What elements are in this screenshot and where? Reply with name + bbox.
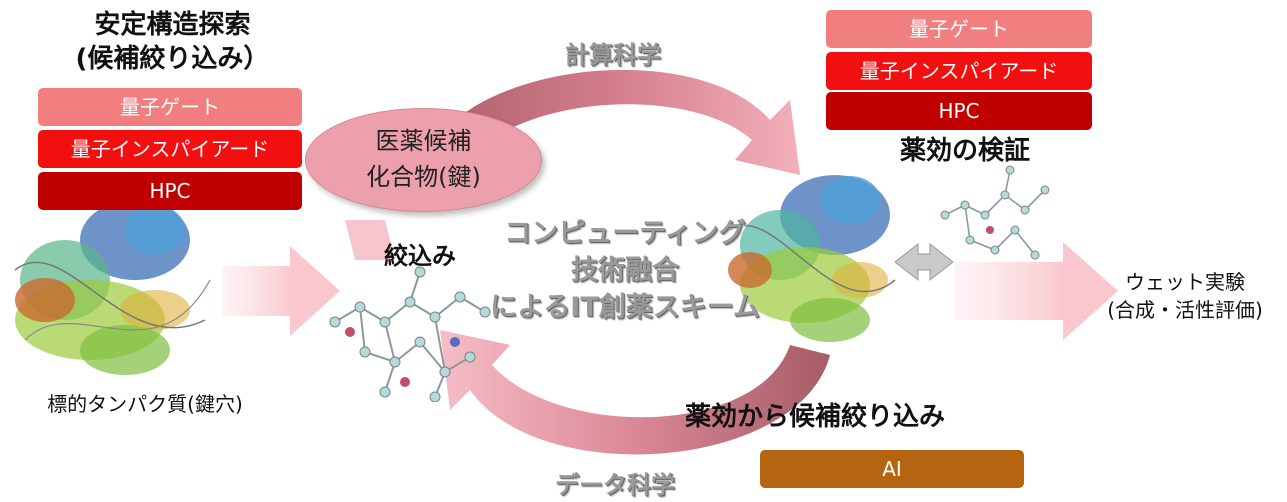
molecule-icon [940,165,1050,260]
candidate-line1: 医薬候補 [375,127,472,155]
efficacy-verification-title: 薬効の検証 [899,136,1030,166]
protein-structure-icon [14,200,211,375]
scheme-line2: 技術融合 [571,255,679,286]
data-science-label: データ科学 [555,471,675,499]
computational-science-label: 計算科学 [565,41,661,69]
scheme-line3: によるIT創薬スキーム [490,292,760,323]
target-protein-label: 標的タンパク質(鍵穴) [47,392,243,416]
hpc-badge-right: HPC [826,92,1092,130]
left-title-line1: 安定構造探索 [94,10,251,40]
top-cycle-arrow [430,69,800,175]
quantum-inspired-badge-right: 量子インスパイアード [826,52,1092,90]
quantum-inspired-badge: 量子インスパイアード [38,130,302,168]
wet-line2: (合成・活性評価) [1107,298,1263,322]
candidate-line2: 化合物(鍵) [366,163,481,191]
candidate-compound-bubble: 医薬候補 化合物(鍵) [305,108,542,212]
right-arrow-icon [955,242,1118,340]
scheme-line1: コンピューティング [504,218,746,249]
double-arrow-icon [894,242,954,282]
wet-experiment-label: ウェット実験 (合成・活性評価) [1085,268,1285,324]
protein-structure-icon [728,175,896,342]
quantum-gate-badge-right: 量子ゲート [826,10,1092,48]
quantum-gate-badge: 量子ゲート [38,88,302,126]
hpc-badge: HPC [38,172,302,210]
left-title-line2: (候補絞り込み） [75,44,270,74]
efficacy-narrowing-title: 薬効から候補絞り込み [684,402,945,432]
right-arrow-icon [222,246,340,336]
ai-badge: AI [760,450,1024,488]
wet-line1: ウェット実験 [1125,270,1245,294]
bottom-cycle-arrow [440,330,830,455]
narrowing-label: 絞込み [384,242,456,270]
left-title: 安定構造探索 (候補絞り込み） [45,8,300,76]
molecule-icon [329,266,491,402]
scheme-text: コンピューティング 技術融合 によるIT創薬スキーム [470,215,780,326]
